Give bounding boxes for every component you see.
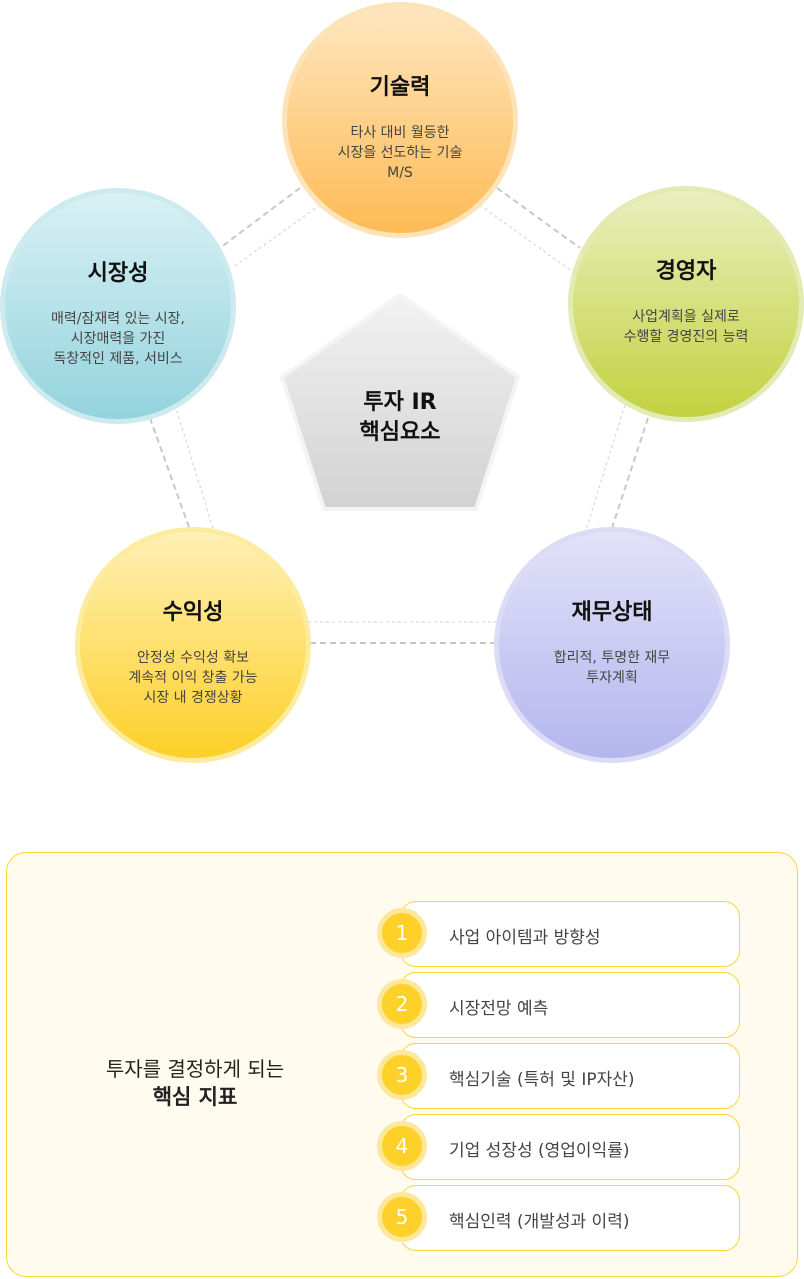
factor-desc: 안정성 수익성 확보 계속적 이익 창출 가능 시장 내 경쟁상황 — [128, 650, 258, 706]
indicator-label: 시장전망 예측 — [449, 999, 549, 1019]
indicator-label: 기업 성장성 (영업이익률) — [449, 1141, 630, 1161]
center-title: 투자 IR 핵심요소 — [359, 390, 441, 445]
indicator-item: 핵심인력 (개발성과 이력) — [400, 1185, 740, 1251]
center-pentagon — [280, 293, 520, 511]
number-badge: 3 — [377, 1050, 427, 1100]
factor-financial-status: 재무상태 합리적, 투명한 재무 투자계획 — [494, 527, 730, 763]
factor-desc: 타사 대비 월등한 시장을 선도하는 기술 M/S — [337, 125, 463, 181]
number-badge: 1 — [377, 908, 427, 958]
factor-title: 기술력 — [369, 75, 431, 100]
factor-profitability: 수익성 안정성 수익성 확보 계속적 이익 창출 가능 시장 내 경쟁상황 — [75, 527, 311, 763]
title-line-2: 핵심 지표 — [152, 1085, 238, 1109]
indicator-item: 사업 아이템과 방향성 — [400, 901, 740, 967]
title-line-1: 투자를 결정하게 되는 — [105, 1057, 285, 1081]
factor-marketability: 시장성 매력/잠재력 있는 시장, 시장매력을 가진 독창적인 제품, 서비스 — [0, 188, 236, 424]
number-badge: 5 — [377, 1192, 427, 1242]
factor-desc: 매력/잠재력 있는 시장, 시장매력을 가진 독창적인 제품, 서비스 — [51, 311, 185, 367]
number-badge: 4 — [377, 1121, 427, 1171]
factor-title: 수익성 — [162, 600, 224, 625]
factor-title: 재무상태 — [571, 600, 653, 625]
factor-title: 경영자 — [655, 259, 717, 284]
indicator-item: 시장전망 예측 — [400, 972, 740, 1038]
indicator-item: 기업 성장성 (영업이익률) — [400, 1114, 740, 1180]
factor-desc: 사업계획을 실제로 수행할 경영진의 능력 — [623, 309, 749, 345]
factor-technology: 기술력 타사 대비 월등한 시장을 선도하는 기술 M/S — [282, 2, 518, 238]
connector-lines — [149, 187, 649, 644]
factor-title: 시장성 — [87, 261, 149, 286]
factor-desc: 합리적, 투명한 재무 투자계획 — [553, 650, 671, 686]
factor-management: 경영자 사업계획을 실제로 수행할 경영진의 능력 — [568, 186, 804, 422]
indicator-item: 핵심기술 (특허 및 IP자산) — [400, 1043, 740, 1109]
indicator-label: 핵심기술 (특허 및 IP자산) — [449, 1070, 635, 1090]
number-badge: 2 — [377, 979, 427, 1029]
indicator-label: 핵심인력 (개발성과 이력) — [449, 1212, 630, 1232]
key-indicators-title: 투자를 결정하게 되는 핵심 지표 — [60, 1055, 330, 1111]
indicator-label: 사업 아이템과 방향성 — [449, 928, 601, 948]
